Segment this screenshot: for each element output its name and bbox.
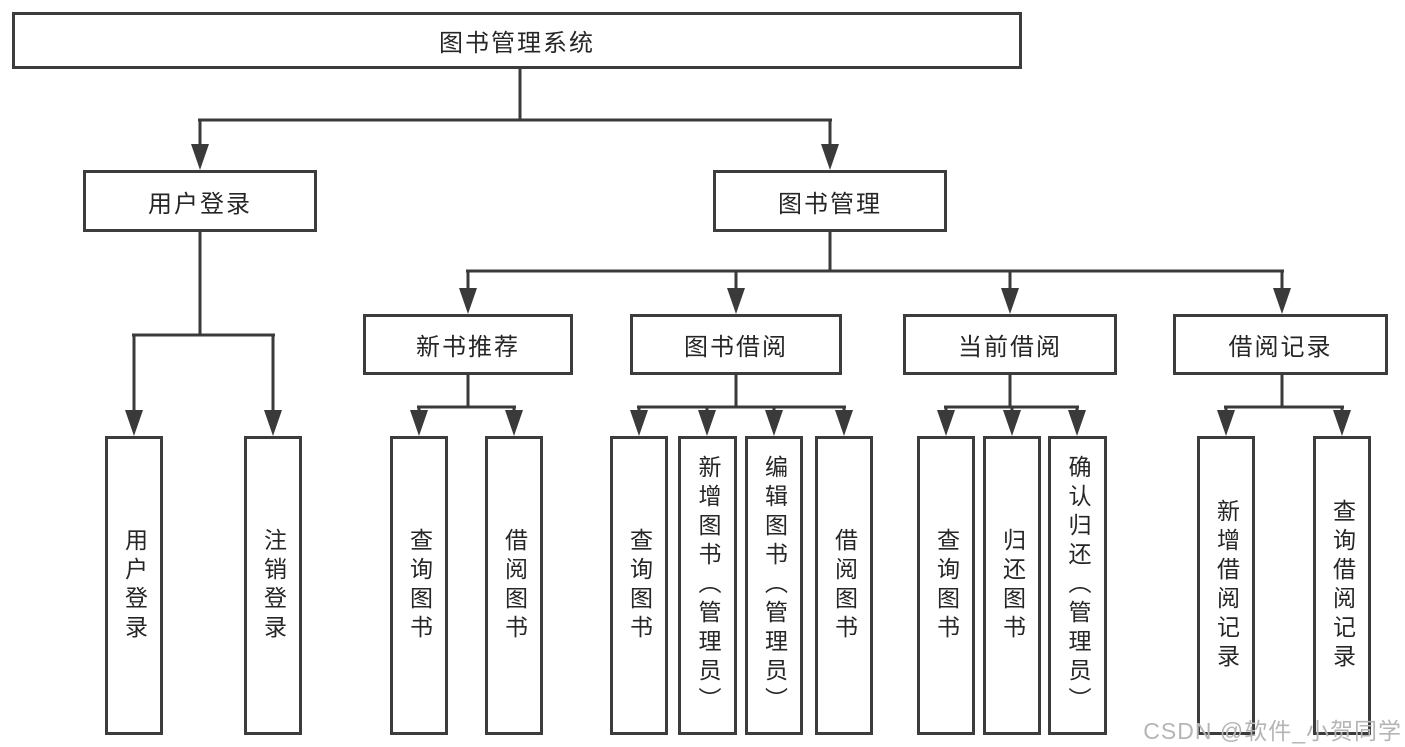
connector-book-borrow-to-leaves (630, 374, 853, 436)
leaf-label: 新增图书（管理员） (695, 455, 721, 716)
node-book-borrow: 图书借阅 (630, 314, 842, 375)
node-borrow-record: 借阅记录 (1173, 314, 1388, 375)
leaf-query-book-current: 查询图书 (917, 436, 975, 735)
node-user-login: 用户登录 (83, 170, 317, 232)
leaf-label: 借阅图书 (501, 527, 528, 644)
node-label: 借阅记录 (1228, 334, 1333, 361)
leaf-borrow-book: 借阅图书 (815, 436, 873, 735)
node-book-management: 图书管理 (713, 170, 947, 232)
leaf-logout-login: 注销登录 (244, 436, 302, 735)
leaf-user-login: 用户登录 (105, 436, 163, 735)
node-root: 图书管理系统 (12, 12, 1022, 69)
node-label: 图书管理系统 (439, 30, 595, 57)
leaf-label: 确认归还（管理员） (1065, 455, 1091, 716)
leaf-label: 借阅图书 (831, 527, 858, 644)
leaf-label: 注销登录 (260, 527, 287, 644)
connector-current-borrow-to-leaves (937, 374, 1086, 436)
connector-root-to-level2 (191, 69, 839, 170)
leaf-edit-book-admin: 编辑图书（管理员） (745, 436, 803, 735)
leaf-label: 查询图书 (626, 527, 653, 644)
node-label: 图书管理 (778, 190, 882, 218)
leaf-label: 用户登录 (121, 527, 148, 644)
leaf-add-borrow-record: 新增借阅记录 (1197, 436, 1255, 735)
leaf-label: 归还图书 (999, 527, 1026, 644)
leaf-return-book: 归还图书 (983, 436, 1041, 735)
leaf-label: 查询图书 (933, 527, 960, 644)
node-label: 当前借阅 (958, 334, 1062, 361)
node-label: 新书推荐 (416, 334, 520, 361)
leaf-label: 编辑图书（管理员） (761, 455, 788, 716)
leaf-query-book-borrow: 查询图书 (610, 436, 668, 735)
leaf-query-borrow-record: 查询借阅记录 (1313, 436, 1371, 735)
node-label: 用户登录 (148, 190, 252, 218)
node-label: 图书借阅 (684, 334, 788, 361)
connector-user-login-to-leaves (125, 231, 282, 436)
node-new-book-recommend: 新书推荐 (363, 314, 573, 375)
csdn-watermark: CSDN @软件_小贺同学 (1143, 718, 1402, 744)
leaf-confirm-return-admin: 确认归还（管理员） (1048, 436, 1107, 735)
connector-new-book-recommend-to-leaves (410, 374, 523, 436)
connector-borrow-record-to-leaves (1217, 374, 1351, 436)
node-current-borrow: 当前借阅 (903, 314, 1117, 375)
leaf-add-book-admin: 新增图书（管理员） (678, 436, 737, 735)
leaf-label: 查询图书 (406, 527, 433, 644)
connector-book-management-to-level3 (459, 231, 1291, 314)
leaf-label: 新增借阅记录 (1213, 498, 1240, 673)
leaf-query-book-recommend: 查询图书 (390, 436, 448, 735)
leaf-borrow-book-recommend: 借阅图书 (485, 436, 543, 735)
leaf-label: 查询借阅记录 (1329, 498, 1356, 673)
